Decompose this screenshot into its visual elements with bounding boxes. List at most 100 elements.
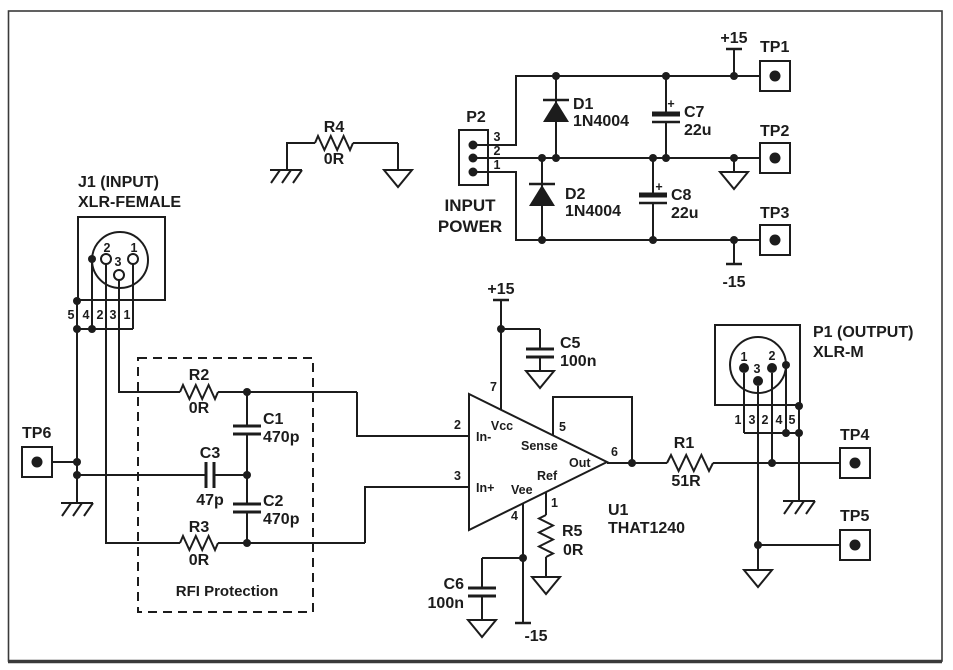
p1-pin3-label: 3 <box>754 362 761 376</box>
j1-terminal-4: 4 <box>83 308 90 322</box>
junction <box>649 236 657 244</box>
rfi-title: RFI Protection <box>176 583 279 600</box>
ground-symbol-power <box>717 171 751 191</box>
r1-value-label: 51R <box>671 473 701 490</box>
c8-polarity-mark: + <box>655 180 662 194</box>
junction <box>730 72 738 80</box>
j1-terminal-3: 3 <box>110 308 117 322</box>
d2-part-label: 1N4004 <box>565 203 621 220</box>
p2-pin1-contact <box>468 167 478 177</box>
junction <box>552 72 560 80</box>
junction <box>243 388 251 396</box>
u1-pin1-number: 1 <box>551 496 558 510</box>
p1-terminal-5: 5 <box>789 413 796 427</box>
junction <box>552 154 560 162</box>
j1-pin2-label: 2 <box>104 241 111 255</box>
chassis-ground-p1 <box>783 500 816 515</box>
u1-plus15-label: +15 <box>487 281 514 298</box>
ground-symbol-c6 <box>465 619 499 639</box>
u1-part-label: THAT1240 <box>608 520 685 537</box>
ground-symbol-r5 <box>529 576 563 596</box>
p1-terminal-4: 4 <box>776 413 783 427</box>
p2-pin3-contact <box>468 140 478 150</box>
input-section: J1 (INPUT) XLR-FEMALE 2 1 3 5 4 2 3 1 TP… <box>21 174 247 544</box>
u1-ref-label: U1 <box>608 502 629 519</box>
p1-pin1-label: 1 <box>741 350 748 364</box>
u1-opamp-symbol <box>468 392 610 532</box>
j1-body-tap <box>73 297 81 305</box>
junction <box>795 429 803 437</box>
u1-pin4-name: Vee <box>511 483 533 497</box>
amplifier-cap-plates <box>468 347 554 598</box>
junction-dots <box>73 72 803 562</box>
d2-ref-label: D2 <box>565 186 586 203</box>
junction <box>768 459 776 467</box>
r5-ref-label: R5 <box>562 523 583 540</box>
j1-subtitle: XLR-FEMALE <box>78 194 181 211</box>
p2-pin3-label: 3 <box>494 130 501 144</box>
ground-symbol-r4 <box>381 169 415 189</box>
d1-ref-label: D1 <box>573 96 594 113</box>
c6-ref-label: C6 <box>444 576 465 593</box>
c7-value-label: 22u <box>684 122 712 139</box>
rfi-wires <box>179 382 469 553</box>
junction <box>497 325 505 333</box>
j1-pin1-socket <box>127 253 139 265</box>
c7-polarity-mark: + <box>667 97 674 111</box>
p1-wires <box>743 365 840 570</box>
r2-value-label: 0R <box>189 400 210 417</box>
c8-value-label: 22u <box>671 205 699 222</box>
j1-shell-tap <box>88 255 96 263</box>
c1-ref-label: C1 <box>263 411 284 428</box>
junction <box>662 72 670 80</box>
j1-pin3-label: 3 <box>115 255 122 269</box>
output-section: P1 (OUTPUT) XLR-M 1 2 3 1 3 2 4 5 TP4 TP… <box>714 324 913 589</box>
junction <box>628 459 636 467</box>
p1-subtitle: XLR-M <box>813 344 864 361</box>
junction <box>243 471 251 479</box>
j1-pin3-socket <box>113 269 125 281</box>
power-rail-bars <box>726 47 742 266</box>
diode-d2-symbol <box>529 185 555 206</box>
chassis-ground-j1 <box>61 502 94 517</box>
tp3-contact <box>769 234 781 246</box>
rfi-boundary <box>137 357 314 613</box>
junction <box>730 154 738 162</box>
c8-ref-label: C8 <box>671 187 692 204</box>
u1-pin2-name: In- <box>476 430 491 444</box>
p1-pin2-contact <box>767 363 777 373</box>
amplifier-wires <box>481 300 840 623</box>
junction <box>243 539 251 547</box>
p2-name-line2: POWER <box>438 217 502 236</box>
tp4-pad <box>839 447 871 479</box>
amplifier-section: +15 -15 C5 100n C6 100n 7 Vcc 2 In- 3 In… <box>428 281 840 645</box>
tp1-contact <box>769 70 781 82</box>
u1-pin1-name: Ref <box>537 469 558 483</box>
p1-pin1-contact <box>739 363 749 373</box>
testpoint-tp2: TP2 <box>759 123 791 174</box>
tp2-contact <box>769 152 781 164</box>
r3-ref-label: R3 <box>189 519 210 536</box>
power-plus15-label: +15 <box>720 30 747 47</box>
u1-pin5-number: 5 <box>559 420 566 434</box>
p1-shell-tap <box>782 361 790 369</box>
r5-value-label: 0R <box>563 542 584 559</box>
tp5-contact <box>849 539 861 551</box>
j1-connector-body <box>77 216 166 301</box>
p2-pin2-label: 2 <box>494 144 501 158</box>
p2-ref-label: P2 <box>466 109 486 126</box>
j1-terminal-5: 5 <box>68 308 75 322</box>
junction <box>73 325 81 333</box>
u1-pin6-name: Out <box>569 456 591 470</box>
r4-value-label: 0R <box>324 151 345 168</box>
junction <box>782 429 790 437</box>
r3-value-label: 0R <box>189 552 210 569</box>
junction <box>662 154 670 162</box>
junction <box>754 541 762 549</box>
testpoint-tp3: TP3 <box>759 205 791 256</box>
u1-pin5-name: Sense <box>521 439 558 453</box>
u1-pin4-number: 4 <box>511 509 518 523</box>
ground-link-section: R4 0R <box>270 119 415 189</box>
